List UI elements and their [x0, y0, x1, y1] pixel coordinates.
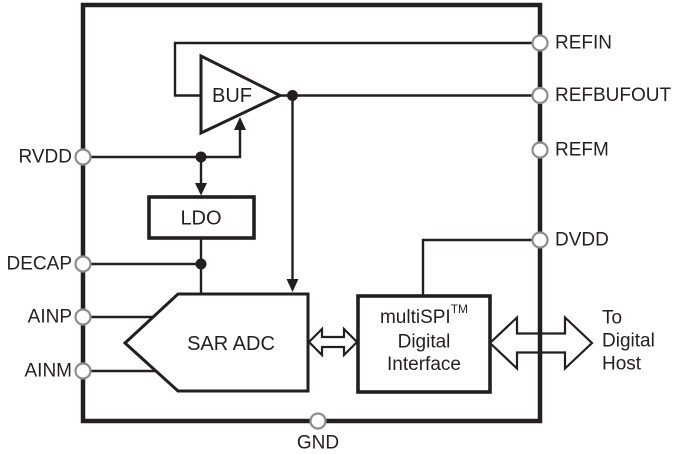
pin-label-dvdd: DVDD	[555, 230, 609, 251]
to-digital-host-line2: Digital	[602, 331, 655, 352]
to-digital-host-line3: Host	[602, 354, 642, 375]
rvdd-junction-dot	[195, 151, 207, 163]
multispi-label-line2: Digital	[398, 332, 451, 353]
rvdd-wire	[83, 130, 242, 159]
pin-label-decap: DECAP	[7, 254, 72, 275]
pin-label-gnd: GND	[297, 433, 339, 454]
ainm-pin	[74, 362, 92, 380]
rvdd-pin	[74, 148, 92, 166]
pin-label-refbufout: REFBUFOUT	[555, 85, 672, 106]
buf-to-saradc-arrowhead	[286, 279, 299, 292]
trademark-superscript: TM	[451, 302, 468, 316]
buf-output-junction-dot	[287, 90, 298, 101]
multispi-label-line3: Interface	[387, 354, 461, 375]
gnd-pin	[309, 412, 327, 430]
ldo-box	[147, 195, 256, 240]
saradc-interface-double-arrow	[307, 326, 359, 358]
multispi-name: multiSPI	[380, 307, 451, 328]
multispi-interface-box	[356, 294, 492, 394]
refm-pin	[531, 141, 549, 159]
pin-label-ainp: AINP	[28, 307, 72, 328]
pin-label-refin: REFIN	[555, 33, 612, 54]
pin-label-refm: REFM	[555, 140, 609, 161]
decap-junction-dot	[195, 258, 207, 270]
multispi-label-line1: multiSPITM	[380, 302, 468, 328]
ainp-pin	[74, 308, 92, 326]
ldo-label: LDO	[180, 208, 221, 230]
buf-amplifier-triangle	[199, 53, 284, 136]
refin-feedback-wire	[173, 41, 540, 97]
rvdd-to-ldo-arrowhead	[195, 183, 207, 196]
buf-label: BUF	[212, 85, 252, 107]
sar-adc-label: SAR ADC	[187, 333, 275, 355]
refin-pin	[531, 34, 549, 52]
pin-label-ainm: AINM	[25, 361, 73, 382]
sar-adc-shape	[122, 292, 310, 393]
decap-pin	[74, 255, 92, 273]
to-digital-host-line1: To	[602, 308, 622, 329]
dvdd-pin	[531, 231, 549, 249]
refbufout-pin	[531, 86, 549, 105]
pin-label-rvdd: RVDD	[19, 147, 73, 168]
dvdd-wire	[421, 238, 540, 297]
rvdd-to-buf-arrowhead	[234, 117, 246, 130]
